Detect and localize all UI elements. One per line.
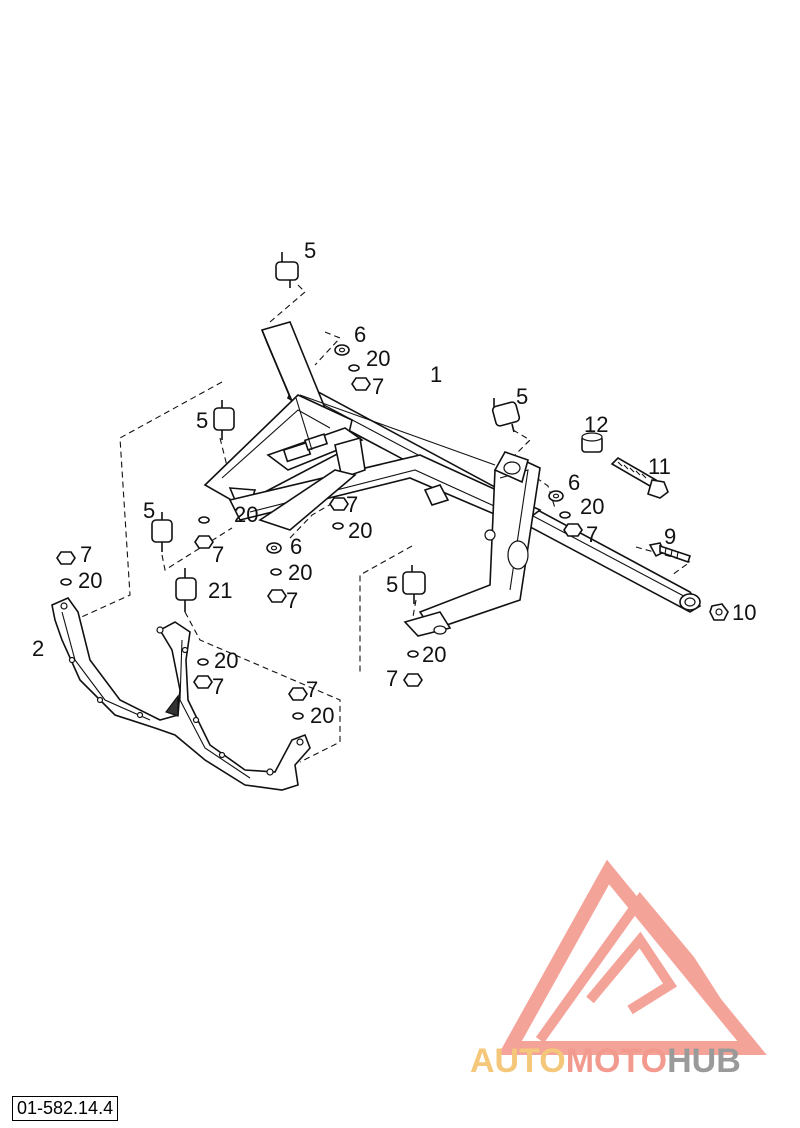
brand-part-moto: MOTO [565,1042,668,1080]
callout-10: 10 [732,600,756,625]
callout-7: 7 [346,492,358,517]
callout-6: 6 [290,534,302,559]
callout-11: 11 [648,454,671,479]
rubber-mount-left [213,400,235,440]
callout-9: 9 [664,524,676,549]
callout-20: 20 [234,502,258,527]
callout-7: 7 [586,522,598,547]
callout-7: 7 [286,588,298,613]
spacer-part-12 [581,432,603,453]
brand-part-auto: AUTO [470,1042,566,1080]
brand-wordmark: AUTOMOTOHUB [470,1042,741,1081]
callout-2: 2 [32,636,44,661]
nut-part-10 [709,603,729,621]
rubber-mount-lower-left [151,512,173,552]
callout-20: 20 [214,648,238,673]
callout-6: 6 [568,470,580,495]
callout-20: 20 [288,560,312,585]
main-frame-part-1 [203,321,702,637]
rubber-mount-right [491,398,521,433]
callout-6: 6 [354,322,366,347]
callout-1: 1 [430,362,442,387]
bolt-part-9 [648,542,692,564]
callout-5: 5 [196,408,208,433]
callout-20: 20 [348,518,372,543]
callout-5: 5 [516,384,528,409]
callout-20: 20 [78,568,102,593]
lower-bracket-part-2 [51,597,311,791]
callout-labels: 1 2 5 5 5 5 5 6 6 6 7 7 7 7 7 7 7 7 7 7 … [32,238,756,728]
callout-5: 5 [143,498,155,523]
drawing-code: 01-582.14.4 [12,1096,119,1121]
rubber-mount-lower-right [402,565,426,604]
callout-7: 7 [372,374,384,399]
callout-20: 20 [422,642,446,667]
brand-logo-icon [498,859,767,1055]
callout-7: 7 [212,542,224,567]
callout-7: 7 [306,677,318,702]
callout-7: 7 [212,674,224,699]
callout-5: 5 [386,572,398,597]
callout-20: 20 [366,346,390,371]
callout-12: 12 [584,412,608,437]
callout-20: 20 [580,494,604,519]
callout-21: 21 [208,578,232,603]
callout-7: 7 [80,542,92,567]
rubber-mount-top [275,252,299,288]
callout-7: 7 [386,666,398,691]
callout-20: 20 [310,703,334,728]
brand-part-hub: HUB [667,1042,741,1080]
fasteners [56,344,583,720]
callout-5: 5 [304,238,316,263]
bolt-part-11 [610,456,669,499]
stud-mount-part-21 [175,568,197,612]
